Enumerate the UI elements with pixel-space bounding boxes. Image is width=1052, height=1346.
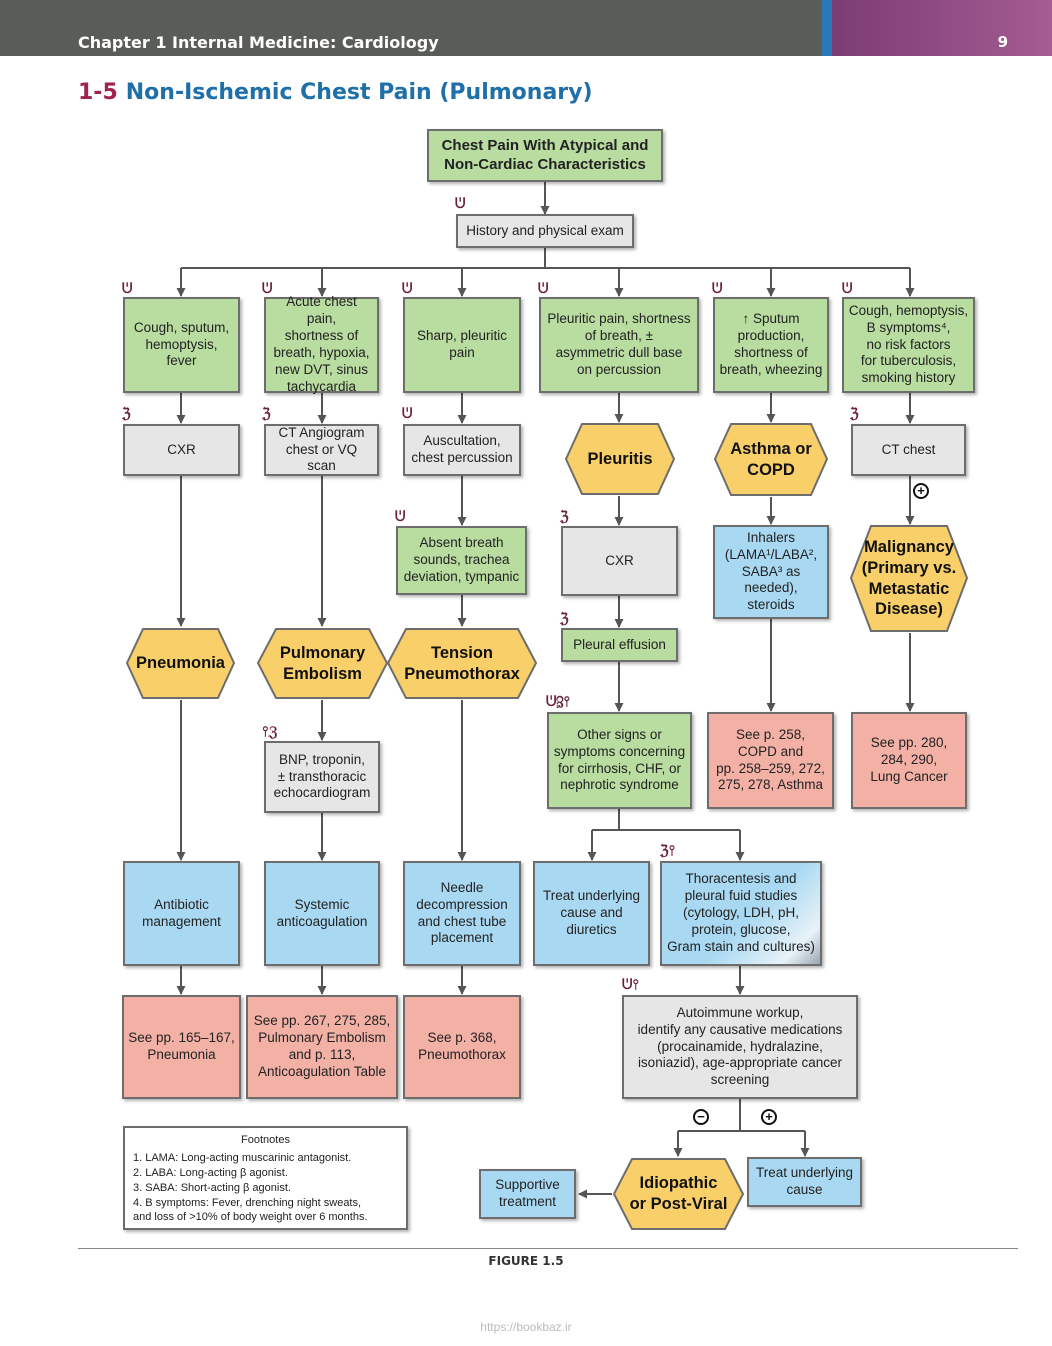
positive-result-icon: + <box>913 483 929 499</box>
exam-lab-icons: ᕫ⫯ <box>622 976 639 992</box>
malignancy-hexagon: Malignancy (Primary vs. Metastatic Disea… <box>849 524 969 633</box>
tension-pneumothorax-hexagon: Tension Pneumothorax <box>386 627 538 700</box>
needle-decompression-node: Needle decompression and chest tube plac… <box>403 861 521 966</box>
presentation-hemoptysis-smoking: Cough, hemoptysis, B symptoms⁴, no risk … <box>842 297 975 393</box>
thoracentesis-node: Thoracentesis and pleural fuid studies (… <box>660 861 822 966</box>
stethoscope-icon: ᕫ <box>538 280 549 296</box>
autoimmune-workup-node: Autoimmune workup, identify any causativ… <box>622 995 858 1099</box>
footer-rule <box>78 1248 1018 1249</box>
imaging-icon: ℨ <box>560 610 569 626</box>
presentation-sputum-wheezing: ↑ Sputum production, shortness of breath… <box>713 297 829 393</box>
start-node: Chest Pain With Atypical and Non-Cardiac… <box>427 129 663 182</box>
asthma-copd-label: Asthma or COPD <box>730 439 812 479</box>
tension-pneumothorax-label: Tension Pneumothorax <box>404 643 520 683</box>
see-pneumonia-node: See pp. 165–167, Pneumonia <box>122 995 241 1099</box>
pneumonia-hexagon: Pneumonia <box>125 627 236 700</box>
see-lung-cancer-node: See pp. 280, 284, 290, Lung Cancer <box>851 712 967 809</box>
stethoscope-icon: ᕫ <box>402 280 413 296</box>
footnote-1: 1. LAMA: Long-acting muscarinic antagoni… <box>133 1152 352 1164</box>
imaging-icon: ℨ <box>560 508 569 524</box>
pneumonia-label: Pneumonia <box>136 654 225 673</box>
treat-underlying-cause-node: Treat underlying cause <box>747 1157 862 1207</box>
cxr-node-2: CXR <box>561 526 678 596</box>
stethoscope-icon: ᕫ <box>262 280 273 296</box>
bnp-troponin-node: BNP, troponin, ± transthoracic echocardi… <box>264 741 380 813</box>
pleuritis-hexagon: Pleuritis <box>564 422 676 496</box>
lab-imaging-icons: ⫯ℨ <box>262 723 278 739</box>
presentation-sharp-pleuritic: Sharp, pleuritic pain <box>403 297 521 393</box>
idiopathic-hexagon: Idiopathic or Post-Viral <box>612 1157 745 1231</box>
footnotes-heading: Footnotes <box>241 1134 290 1146</box>
footnote-2: 2. LABA: Long-acting β agonist. <box>133 1166 288 1179</box>
page-title: 1-5 Non-Ischemic Chest Pain (Pulmonary) <box>78 80 593 105</box>
pleuritis-label: Pleuritis <box>587 449 653 468</box>
watermark: https://bookbaz.ir <box>480 1320 572 1334</box>
cxr-node-1: CXR <box>123 424 240 476</box>
figure-caption: FIGURE 1.5 <box>488 1254 564 1268</box>
pulmonary-embolism-label: Pulmonary Embolism <box>279 643 366 683</box>
footnotes-box: Footnotes 1. LAMA: Long-acting muscarini… <box>123 1126 408 1230</box>
absent-breath-node: Absent breath sounds, trachea deviation,… <box>396 526 527 595</box>
negative-result-icon: − <box>693 1109 709 1125</box>
stethoscope-icon: ᕫ <box>712 280 723 296</box>
figure-number: 1-5 <box>78 80 118 105</box>
antibiotic-node: Antibiotic management <box>123 861 240 966</box>
see-pulmonary-embolism-node: See pp. 267, 275, 285, Pulmonary Embolis… <box>246 995 398 1099</box>
treat-diuretics-node: Treat underlying cause and diuretics <box>533 861 650 966</box>
history-exam-node: History and physical exam <box>456 214 634 248</box>
figure-title: Non-Ischemic Chest Pain (Pulmonary) <box>125 80 593 105</box>
asthma-copd-hexagon: Asthma or COPD <box>713 422 829 497</box>
auscultation-node: Auscultation, chest percussion <box>403 424 521 476</box>
page-number: 9 <box>997 33 1008 51</box>
imaging-icon: ℨ <box>262 405 271 421</box>
imaging-icon: ℨ <box>122 405 131 421</box>
exam-imaging-lab-icons: ᕫℨ⫯ <box>546 693 570 709</box>
header-accent <box>822 0 1052 56</box>
positive-result-icon: + <box>761 1109 777 1125</box>
see-pneumothorax-node: See p. 368, Pneumothorax <box>403 995 521 1099</box>
idiopathic-label: Idiopathic or Post-Viral <box>629 1174 728 1213</box>
see-copd-asthma-node: See p. 258, COPD and pp. 258–259, 272, 2… <box>707 712 834 809</box>
pulmonary-embolism-hexagon: Pulmonary Embolism <box>256 627 389 700</box>
malignancy-label: Malignancy (Primary vs. Metastatic Disea… <box>861 538 957 619</box>
pleural-effusion-node: Pleural effusion <box>561 628 678 662</box>
footnote-3: 3. SABA: Short-acting β agonist. <box>133 1181 291 1194</box>
footnote-4: 4. B symptoms: Fever, drenching night sw… <box>133 1196 368 1224</box>
stethoscope-icon: ᕫ <box>455 195 466 211</box>
presentation-pleuritic-dull-base: Pleuritic pain, shortness of breath, ± a… <box>539 297 699 393</box>
inhalers-node: Inhalers (LAMA¹/LABA², SABA³ as needed),… <box>713 525 829 619</box>
stethoscope-icon: ᕫ <box>402 405 413 421</box>
anticoagulation-node: Systemic anticoagulation <box>264 861 380 966</box>
ct-angiogram-node: CT Angiogram chest or VQ scan <box>264 424 379 476</box>
imaging-icon: ℨ <box>850 405 859 421</box>
supportive-treatment-node: Supportive treatment <box>479 1169 576 1219</box>
presentation-cough-fever: Cough, sputum, hemoptysis, fever <box>123 297 240 393</box>
stethoscope-icon: ᕫ <box>122 280 133 296</box>
imaging-lab-icons: ℨ⫯ <box>660 842 675 858</box>
presentation-acute-chest-pain: Acute chest pain, shortness of breath, h… <box>264 294 379 394</box>
stethoscope-icon: ᕫ <box>842 280 853 296</box>
other-signs-node: Other signs or symptoms concerning for c… <box>547 712 692 809</box>
header-bar <box>0 0 1052 56</box>
stethoscope-icon: ᕫ <box>395 508 406 524</box>
chapter-title: Chapter 1 Internal Medicine: Cardiology <box>78 33 439 52</box>
ct-chest-node: CT chest <box>851 424 966 476</box>
